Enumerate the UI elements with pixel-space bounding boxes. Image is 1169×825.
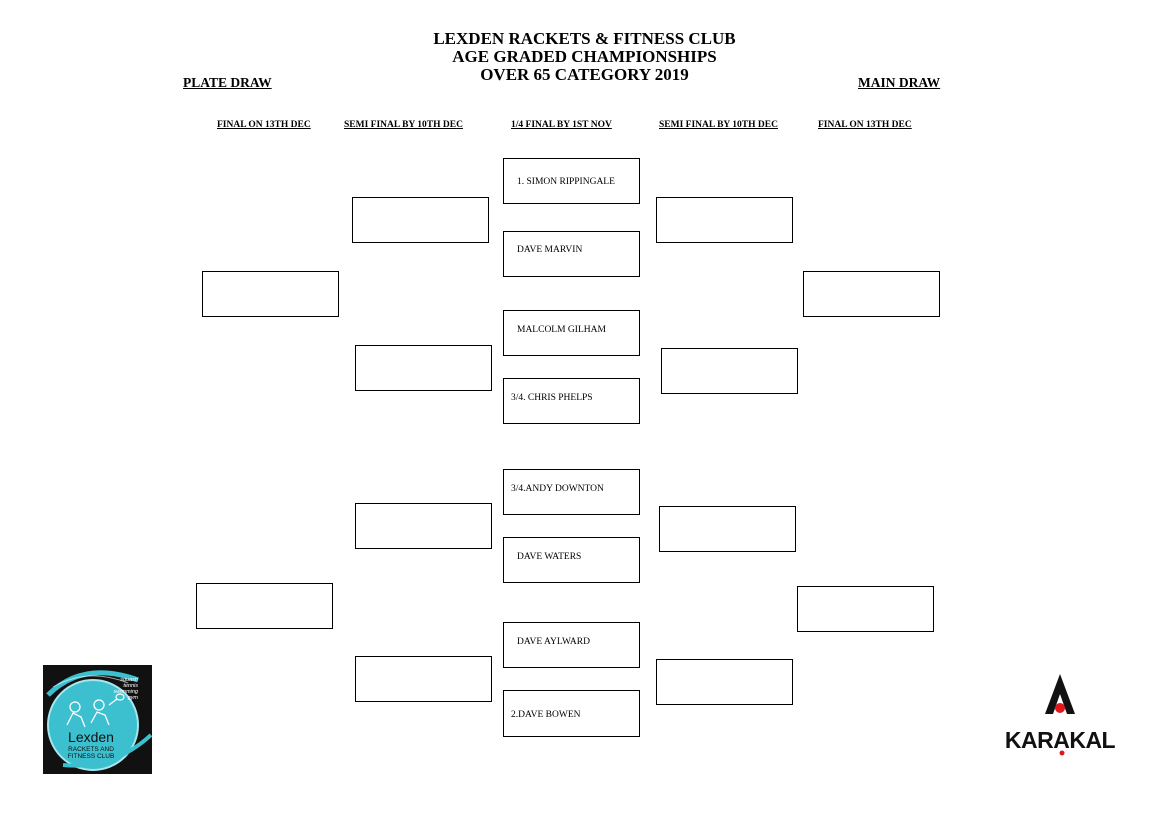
quarter-slot-3: MALCOLM GILHAM — [503, 310, 640, 356]
main-final-slot-1 — [803, 271, 940, 317]
club-sub1: RACKETS AND — [68, 746, 114, 753]
plate-semi-slot-1 — [352, 197, 489, 243]
plate-draw-label: PLATE DRAW — [183, 75, 272, 90]
main-semi-slot-4 — [656, 659, 793, 705]
main-draw-label: MAIN DRAW — [858, 75, 941, 90]
player-name: MALCOLM GILHAM — [517, 325, 606, 335]
quarter-slot-4: 3/4. CHRIS PHELPS — [503, 378, 640, 424]
plate-final-slot-1 — [202, 271, 339, 317]
club-name: Lexden — [68, 729, 114, 745]
main-semi-slot-3 — [659, 506, 796, 552]
plate-semi-slot-3 — [355, 503, 492, 549]
player-name: 1. SIMON RIPPINGALE — [517, 177, 615, 187]
tagline-gym: gym — [128, 695, 139, 701]
main-final-slot-2 — [797, 586, 934, 632]
title-category: OVER 65 CATEGORY 2019 — [480, 65, 689, 84]
tagline-tennis: tennis — [123, 683, 138, 689]
main-semi-slot-1 — [656, 197, 793, 243]
player-name: 3/4.ANDY DOWNTON — [511, 484, 604, 494]
tagline-swimming: swimming — [114, 689, 139, 695]
player-name: DAVE AYLWARD — [517, 637, 590, 647]
lexden-logo-graphic: squash tennis swimming gym Lexden RACKET… — [43, 665, 153, 774]
player-name: DAVE MARVIN — [517, 245, 583, 255]
quarter-slot-5: 3/4.ANDY DOWNTON — [503, 469, 640, 515]
player-name: 3/4. CHRIS PHELPS — [511, 393, 593, 403]
quarter-final-heading: 1/4 FINAL BY 1ST NOV — [511, 120, 612, 130]
quarter-slot-1: 1. SIMON RIPPINGALE — [503, 158, 640, 204]
lexden-club-logo: squash tennis swimming gym Lexden RACKET… — [43, 665, 153, 774]
karakal-wordmark: KARAKAL — [1005, 727, 1116, 753]
title-club: LEXDEN RACKETS & FITNESS CLUB — [433, 29, 736, 48]
karakal-logo: KARAKAL — [1000, 672, 1120, 758]
main-semi-heading: SEMI FINAL BY 10TH DEC — [659, 120, 778, 130]
tagline-squash: squash — [120, 677, 138, 683]
quarter-slot-8: 2.DAVE BOWEN — [503, 690, 640, 737]
club-sub2: FITNESS CLUB — [68, 753, 115, 760]
main-final-heading: FINAL ON 13TH DEC — [818, 120, 912, 130]
plate-semi-slot-4 — [355, 656, 492, 702]
title-championship: AGE GRADED CHAMPIONSHIPS — [452, 47, 717, 66]
quarter-slot-7: DAVE AYLWARD — [503, 622, 640, 668]
quarter-slot-2: DAVE MARVIN — [503, 231, 640, 277]
plate-semi-heading: SEMI FINAL BY 10TH DEC — [344, 120, 463, 130]
quarter-slot-6: DAVE WATERS — [503, 537, 640, 583]
plate-final-slot-2 — [196, 583, 333, 629]
plate-semi-slot-2 — [355, 345, 492, 391]
player-name: DAVE WATERS — [517, 552, 582, 562]
player-name: 2.DAVE BOWEN — [511, 710, 581, 720]
karakal-logo-graphic: KARAKAL — [1005, 674, 1116, 756]
plate-final-heading: FINAL ON 13TH DEC — [217, 120, 311, 130]
main-semi-slot-2 — [661, 348, 798, 394]
